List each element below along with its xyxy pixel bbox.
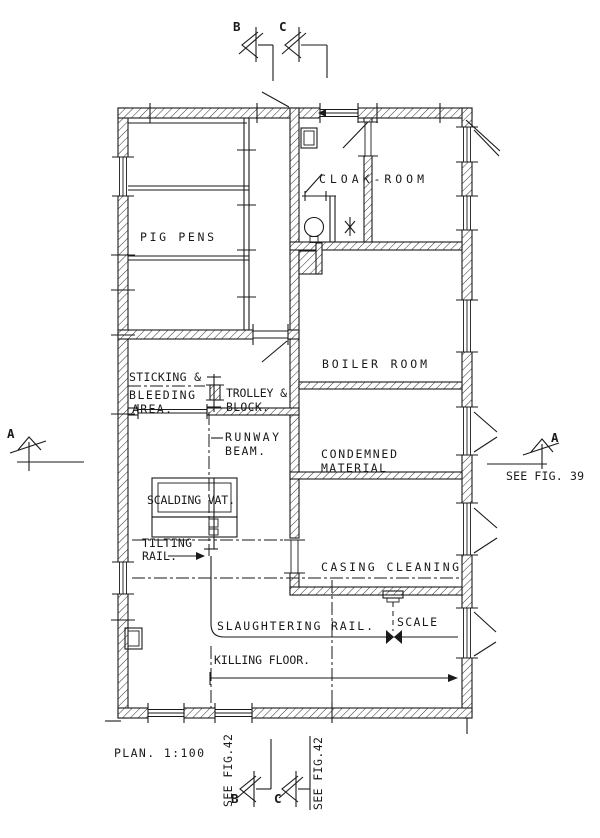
left-wall-windows [111,156,135,621]
section-letter-a-right: A [551,430,560,445]
room-label-condemned-1: CONDEMNED [321,447,399,461]
equip-label-slaughtering-rail: SLAUGHTERING RAIL. [217,619,375,633]
section-letter-b-top: B [233,19,242,34]
equip-label-scalding-vat: SCALDING VAT. [147,493,237,507]
ref-see-fig-42-left: SEE FIG.42 [221,732,235,807]
window-swing-marks [465,119,501,657]
labels: PIG PENS CLOAK-ROOM BOILER ROOM STICKING… [7,19,586,810]
interior-walls [117,107,463,596]
section-marker-c-top [281,27,328,78]
toilet-fixture [303,216,325,238]
equip-label-trolley-1: TROLLEY & [226,386,289,400]
section-letter-c-top: C [279,19,288,34]
rail-lines [128,374,460,708]
equip-label-runway-1: RUNWAY [225,430,281,444]
scalding-vat-outline [151,477,238,538]
bottom-wall-windows [105,703,468,734]
section-letter-a-left: A [7,426,16,441]
section-letter-b-bottom: B [231,791,240,806]
plan-scale-note: PLAN. 1:100 [114,746,206,760]
ref-see-fig-42-right: SEE FIG.42 [311,735,325,810]
room-label-cloak-room: CLOAK-ROOM [319,172,426,186]
room-label-killing-floor: KILLING FLOOR. [214,653,312,667]
room-label-condemned-2: MATERIAL [321,461,388,475]
equip-label-tilting-2: RAIL. [142,549,179,563]
room-label-boiler-room: BOILER ROOM [322,357,429,371]
sink-fixture [300,127,318,149]
area-label-sticking-2: BLEEDING [129,388,197,402]
top-wall-window [149,103,441,123]
section-marker-b-top [238,27,274,81]
equip-label-runway-2: BEAM. [225,444,267,458]
section-marker-a-left [9,436,84,471]
cloakroom-fixtures [300,127,356,243]
drain-mark [344,217,356,236]
wall-pillar [124,627,143,650]
section-marker-a-right [487,438,560,469]
area-label-sticking-3: AREA. [132,402,174,416]
section-marker-c-bottom [278,736,311,810]
equip-label-tilting-1: TILTING [142,536,194,550]
boiler-flue [298,242,323,275]
right-wall-windows [456,119,501,659]
equip-label-scale: SCALE [397,615,439,629]
ref-see-fig-39: SEE FIG. 39 [506,469,586,483]
equip-label-trolley-2: BLOCK. [226,400,271,414]
trolley-block-symbol [206,384,224,401]
room-label-pig-pens: PIG PENS [140,230,216,244]
pig-pen-partitions [128,118,256,330]
area-label-sticking-1: STICKING & [129,370,203,384]
section-marker-b-bottom [236,739,272,807]
room-label-casing-cleaning: CASING CLEANING [321,560,461,574]
section-letter-c-bottom: C [274,791,283,806]
door-openings [137,91,378,574]
